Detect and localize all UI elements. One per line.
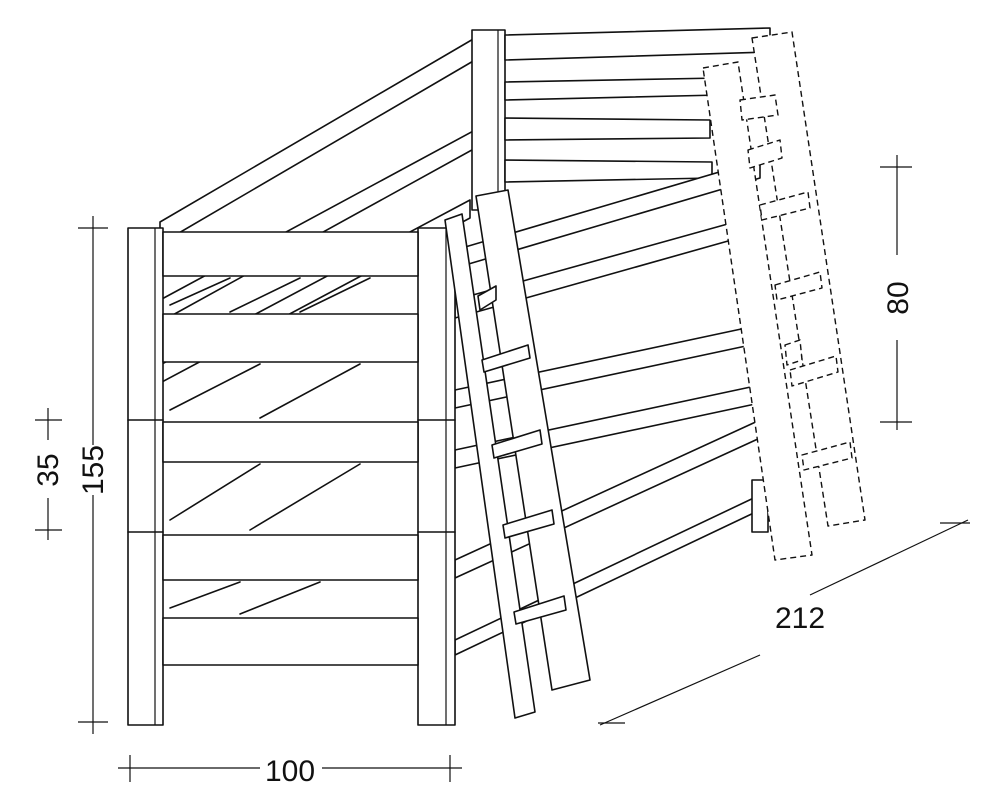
width-label: 100: [265, 755, 315, 788]
under-height-label: 35: [32, 453, 65, 486]
ladder-height-label: 80: [882, 281, 915, 314]
length-label: 212: [775, 602, 825, 635]
right-side-rails: [454, 27, 771, 656]
ladder: [444, 189, 591, 719]
ladder-alternative-dashed: [702, 31, 866, 561]
dimension-height-under: [35, 408, 62, 540]
dimension-width: [118, 755, 462, 782]
dimension-height-total: [78, 216, 108, 734]
dimension-length: [598, 519, 970, 726]
total-height-label: 155: [77, 445, 110, 495]
front-end-frame: [127, 227, 456, 726]
dimension-ladder-height: [880, 155, 912, 430]
